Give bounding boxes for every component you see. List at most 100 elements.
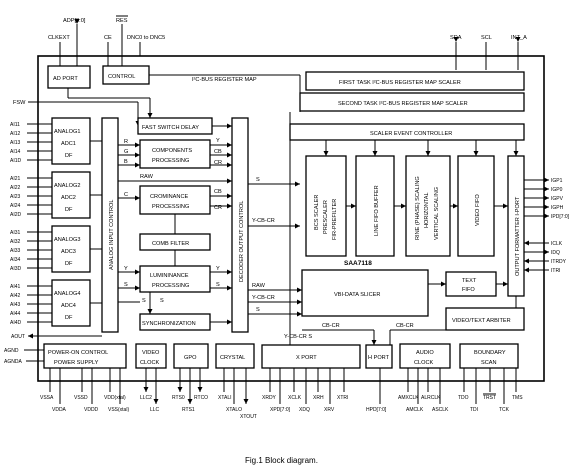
pin-clkext: CLKEXT [48,35,70,41]
first-task-register-map [305,71,525,91]
svg-text:AGND: AGND [4,348,19,354]
svg-text:Y: Y [216,266,220,272]
svg-text:FIFO: FIFO [462,287,475,293]
svg-text:AI14: AI14 [10,149,21,155]
right-pins: IGP1 IGP0 IGPV IGPH IPD[7:0] ICLK IDQ IT… [551,178,570,274]
svg-text:CB-CR: CB-CR [396,323,414,329]
svg-text:AI24: AI24 [10,203,21,209]
svg-text:PRESCALER: PRESCALER [323,200,329,234]
ad-port-block [47,65,91,89]
svg-text:DF: DF [65,153,73,159]
svg-text:GPO: GPO [184,355,197,361]
svg-text:S: S [256,177,260,183]
svg-text:AI31: AI31 [10,230,21,236]
svg-text:OUTPUT FORMATTER I-PORT: OUTPUT FORMATTER I-PORT [515,196,521,276]
svg-text:VBI-DATA SLICER: VBI-DATA SLICER [334,292,380,298]
analog1-block [51,117,91,165]
text-fifo-block [445,271,497,297]
svg-text:CB-CR: CB-CR [322,323,340,329]
analog-input-pins: AI11 AI12 AI13 AI14 AI1D AI21 AI22 AI23 … [10,122,22,326]
svg-text:AMCLK: AMCLK [406,407,424,413]
svg-text:LLC2: LLC2 [140,395,152,401]
svg-text:SYNCHRONIZATION: SYNCHRONIZATION [142,321,196,327]
pin-fsw: FSW [13,100,26,106]
analog-input-control-block [101,117,119,333]
svg-text:AI34: AI34 [10,257,21,263]
svg-text:ADC2: ADC2 [61,195,76,201]
analog3-block [51,225,91,273]
svg-text:PROCESSING: PROCESSING [152,158,189,164]
svg-text:TCK: TCK [499,407,510,413]
analog4-block [51,279,91,327]
chip-name: SAA7118 [344,260,372,267]
svg-text:XTALO: XTALO [226,407,242,413]
fir-prefilter-block [305,155,347,257]
svg-text:LLC: LLC [150,407,160,413]
scaler-event-controller [289,123,525,141]
bottom-pins-lower: VDDA VDDD VSS(xtal) LLC RTS1 XTALO XTOUT… [52,407,510,420]
svg-text:ICLK: ICLK [551,241,563,247]
svg-text:XRDY: XRDY [262,395,277,401]
pin-int-a: INT_A [511,35,527,41]
crystal-block [215,343,255,369]
svg-text:VSSA: VSSA [40,395,54,401]
svg-text:Y: Y [124,266,128,272]
svg-text:ADC3: ADC3 [61,249,76,255]
second-task-label: SECOND TASK I²C-BUS REGISTER MAP SCALER [338,101,468,107]
svg-text:AI21: AI21 [10,176,21,182]
svg-text:AOUT: AOUT [11,334,25,340]
svg-text:ALRCLK: ALRCLK [421,395,441,401]
svg-text:AI41: AI41 [10,284,21,290]
svg-text:VERTICAL SCALING: VERTICAL SCALING [434,187,440,240]
x-port-block [261,344,361,369]
svg-text:RTS1: RTS1 [182,407,195,413]
audio-clock-block [399,343,451,369]
svg-text:ANALOG1: ANALOG1 [54,129,80,135]
svg-text:RTCO: RTCO [194,395,208,401]
analog-input-control-label: ANALOG INPUT CONTROL [109,200,115,270]
top-pins: CLKEXT ADP[8:0] RES CE DNC0 to DNC5 SDA … [48,15,527,70]
svg-text:CLOCK: CLOCK [414,360,434,366]
svg-text:CROMINANCE: CROMINANCE [150,194,188,200]
svg-text:S: S [160,298,164,304]
svg-text:AI3D: AI3D [10,266,22,272]
pin-ce: CE [104,35,112,41]
boundary-scan-block [459,343,519,369]
svg-text:VIDEO/TEXT ARBITER: VIDEO/TEXT ARBITER [452,318,511,324]
svg-text:R: R [124,139,128,145]
analog-input-wires [27,123,52,323]
svg-text:AUDIO: AUDIO [416,350,434,356]
svg-text:AI2D: AI2D [10,212,22,218]
decoder-output-control-label: DECODER OUTPUT CONTROL [239,201,245,282]
svg-text:ANALOG3: ANALOG3 [54,237,80,243]
svg-text:CLOCK: CLOCK [140,360,160,366]
pin-res: RES [116,18,128,24]
svg-text:VIDEO FIFO: VIDEO FIFO [475,194,481,226]
figure-caption: Fig.1 Block diagram. [245,456,318,465]
svg-text:TDI: TDI [470,407,478,413]
svg-text:AI22: AI22 [10,185,21,191]
svg-text:VDDD: VDDD [84,407,99,413]
svg-text:ADC4: ADC4 [61,303,76,309]
svg-text:AI43: AI43 [10,302,21,308]
svg-text:AI11: AI11 [10,122,20,128]
svg-text:C: C [124,192,128,198]
svg-text:XCLK: XCLK [288,395,302,401]
svg-text:POWER-ON CONTROL: POWER-ON CONTROL [48,350,108,356]
h-port-block [365,344,393,369]
svg-text:IDQ: IDQ [551,250,560,256]
luminance-processing-block [139,265,211,293]
svg-text:IGPH: IGPH [551,205,564,211]
svg-text:RAW: RAW [140,174,154,180]
svg-text:Y-CB-CR: Y-CB-CR [252,218,275,224]
svg-text:CR: CR [214,205,222,211]
svg-text:HORIZONTAL: HORIZONTAL [424,192,430,228]
decoder-output-control-block [231,117,249,333]
svg-text:PROCESSING: PROCESSING [152,204,189,210]
svg-text:DF: DF [65,261,73,267]
pin-sda: SDA [450,35,462,41]
svg-text:Y: Y [216,138,220,144]
svg-text:AI23: AI23 [10,194,21,200]
svg-text:Y-CB-CR S: Y-CB-CR S [284,334,312,340]
svg-text:S: S [256,307,260,313]
